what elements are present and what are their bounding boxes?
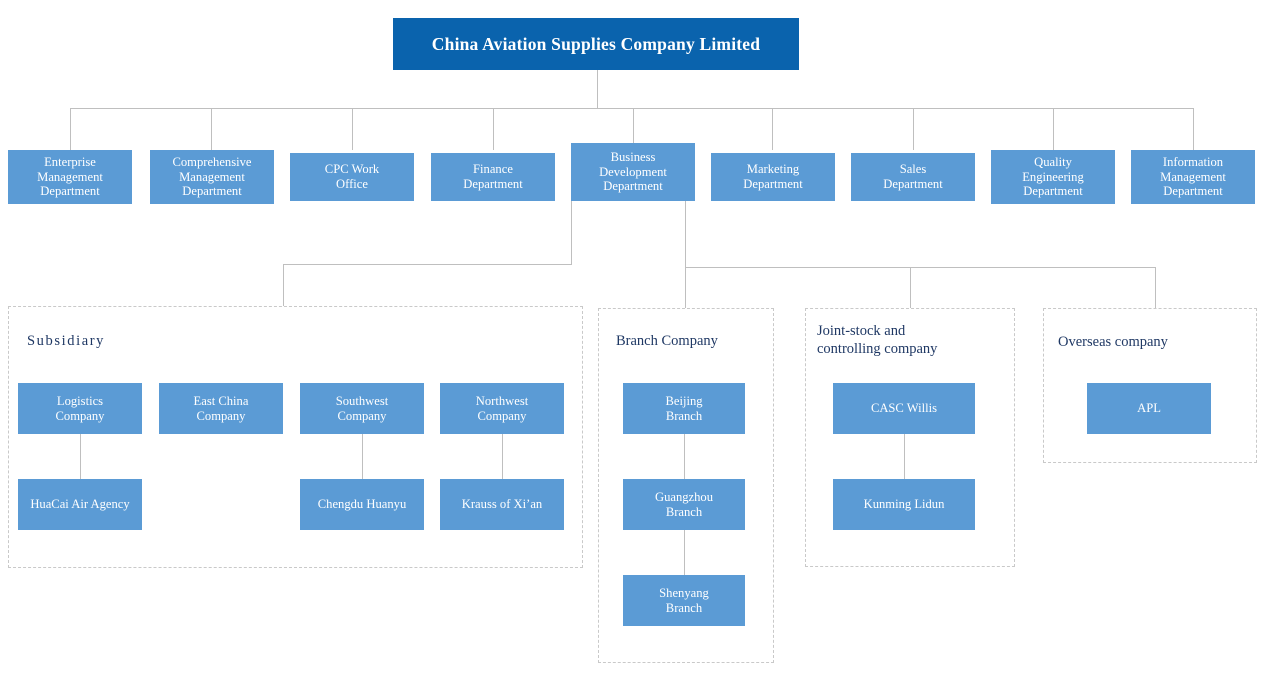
unit-box-kunming-lidun: Kunming Lidun — [833, 479, 975, 530]
unit-box-huacai-air-agency: HuaCai Air Agency — [18, 479, 142, 530]
group-title-overseas-company: Overseas company — [1058, 334, 1168, 350]
connector-guangzhou-to-shenyang — [684, 530, 685, 575]
connector-subsidiary-drop — [283, 264, 284, 306]
unit-box-logistics-company: Logistics Company — [18, 383, 142, 434]
connector-subsidiary-bus — [283, 264, 572, 265]
connector-subsidiary-stem — [571, 201, 572, 264]
connector-dept-drop-6 — [772, 108, 773, 150]
dept-box-sales: Sales Department — [851, 153, 975, 201]
dept-box-cpc-work-office: CPC Work Office — [290, 153, 414, 201]
dept-box-marketing: Marketing Department — [711, 153, 835, 201]
unit-box-casc-willis: CASC Willis — [833, 383, 975, 434]
unit-box-shenyang-branch: Shenyang Branch — [623, 575, 745, 626]
connector-department-bus — [70, 108, 1194, 109]
connector-southwest-to-chengdu — [362, 434, 363, 479]
connector-dept-drop-8 — [1053, 108, 1054, 150]
root-node-china-aviation-supplies: China Aviation Supplies Company Limited — [393, 18, 799, 70]
unit-box-southwest-company: Southwest Company — [300, 383, 424, 434]
dept-box-quality-engineering: Quality Engineering Department — [991, 150, 1115, 204]
connector-overseas-drop — [1155, 267, 1156, 308]
dept-box-business-development: Business Development Department — [571, 143, 695, 201]
connector-root-stem — [597, 70, 598, 108]
connector-right-stem — [685, 201, 686, 267]
connector-dept-drop-2 — [211, 108, 212, 150]
connector-dept-drop-4 — [493, 108, 494, 150]
dept-box-finance: Finance Department — [431, 153, 555, 201]
dept-box-enterprise-management: Enterprise Management Department — [8, 150, 132, 204]
unit-box-beijing-branch: Beijing Branch — [623, 383, 745, 434]
unit-box-chengdu-huanyu: Chengdu Huanyu — [300, 479, 424, 530]
connector-joint-drop — [910, 267, 911, 308]
unit-box-krauss-of-xian: Krauss of Xi’an — [440, 479, 564, 530]
dept-box-comprehensive-management: Comprehensive Management Department — [150, 150, 274, 204]
unit-box-apl: APL — [1087, 383, 1211, 434]
connector-logistics-to-huacai — [80, 434, 81, 479]
unit-box-east-china-company: East China Company — [159, 383, 283, 434]
group-title-branch-company: Branch Company — [616, 333, 718, 349]
group-title-joint-stock-controlling: Joint-stock and controlling company — [817, 323, 938, 358]
connector-dept-drop-3 — [352, 108, 353, 150]
connector-beijing-to-guangzhou — [684, 434, 685, 479]
dept-box-information-management: Information Management Department — [1131, 150, 1255, 204]
connector-branch-drop — [685, 267, 686, 308]
connector-northwest-to-krauss — [502, 434, 503, 479]
connector-dept-drop-7 — [913, 108, 914, 150]
connector-right-bus — [685, 267, 1156, 268]
connector-dept-drop-9 — [1193, 108, 1194, 150]
unit-box-northwest-company: Northwest Company — [440, 383, 564, 434]
connector-casc-to-kunming — [904, 434, 905, 479]
connector-dept-drop-1 — [70, 108, 71, 150]
unit-box-guangzhou-branch: Guangzhou Branch — [623, 479, 745, 530]
connector-dept-drop-5 — [633, 108, 634, 143]
group-title-subsidiary: Subsidiary — [27, 333, 106, 349]
